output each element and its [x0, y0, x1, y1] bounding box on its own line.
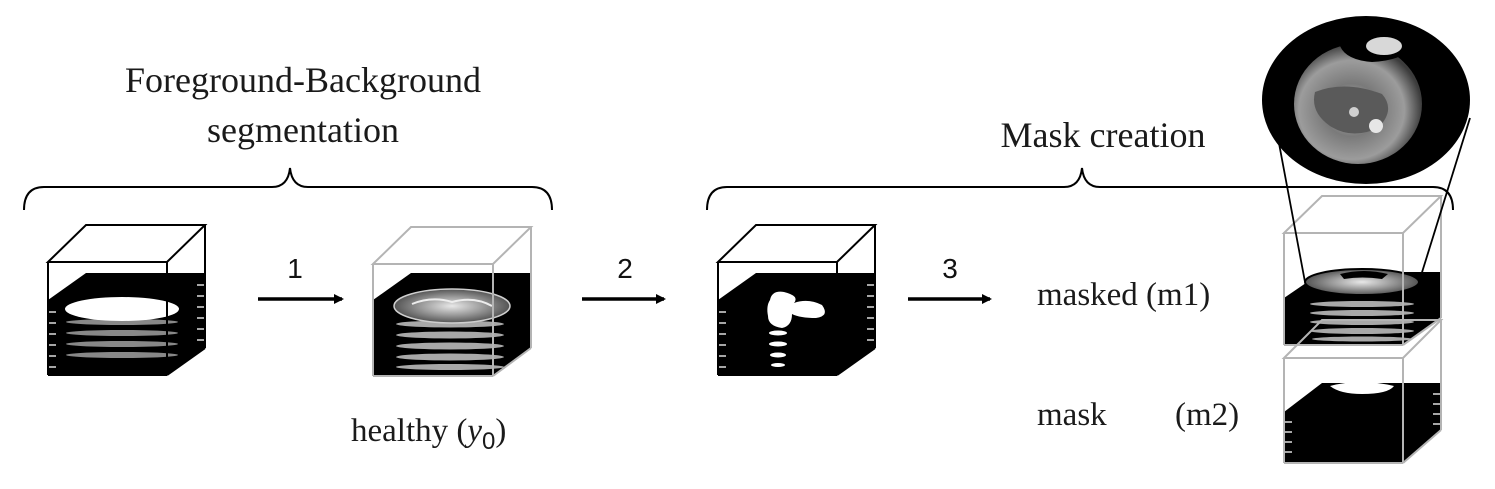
healthy-var: y: [464, 413, 482, 449]
arrow-step-2: 2: [582, 253, 666, 304]
slice-stack: [1284, 268, 1441, 345]
anomaly-blob: [767, 291, 825, 328]
healthy-suffix: ): [495, 413, 506, 449]
cube-wireframe: [1281, 319, 1444, 464]
healthy-volume-cube: [370, 226, 534, 377]
arrow-step-1: 1: [258, 253, 344, 304]
cube-wireframe: [370, 226, 534, 377]
masked-label: masked (m1): [1037, 277, 1210, 313]
slice-stack: [1284, 382, 1441, 463]
slice-stack: [718, 273, 875, 375]
mask-region-white: [1330, 382, 1394, 394]
zoom-line-left: [1277, 137, 1306, 283]
healthy-label: healthy (y0): [351, 413, 506, 455]
slice-stack: [373, 273, 531, 376]
segmentation-brace: [23, 167, 553, 211]
zoom-inset: [1262, 16, 1471, 283]
zoom-line-right: [1418, 117, 1471, 283]
arrow-step-3: 3: [908, 253, 992, 304]
foreground-ellipse: [65, 297, 179, 321]
step-3-label: 3: [942, 253, 958, 284]
segmentation-title-line2: segmentation: [207, 110, 399, 150]
mask-creation-brace: [706, 167, 1454, 211]
segmentation-title-line1: Foreground-Background: [125, 60, 481, 100]
cube-wireframe: [715, 224, 878, 376]
tissue-slice: [394, 289, 510, 323]
step-2-label: 2: [617, 253, 633, 284]
healthy-prefix: healthy (: [351, 413, 467, 449]
mask-code-label: (m2): [1175, 397, 1239, 433]
slice-stack: [48, 273, 205, 375]
masked-slice: [1305, 269, 1419, 295]
mask-volume-cube: [715, 224, 878, 376]
mask-creation-title: Mask creation: [1001, 115, 1206, 155]
input-volume-cube: [45, 224, 208, 376]
cube-wireframe: [1281, 195, 1444, 346]
cube-wireframe: [45, 224, 208, 376]
binary-mask-cube: [1281, 319, 1444, 464]
masked-volume-cube: [1281, 195, 1444, 346]
step-1-label: 1: [287, 253, 303, 284]
mask-label: mask: [1037, 397, 1107, 433]
healthy-subscript: 0: [482, 428, 495, 455]
